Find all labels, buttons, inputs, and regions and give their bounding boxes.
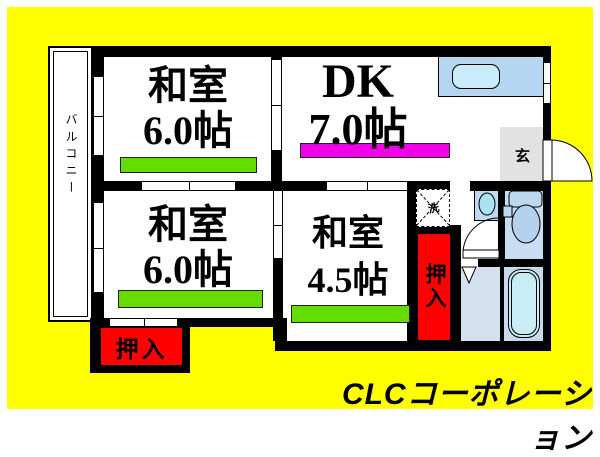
balcony-label: バルコニー: [64, 113, 78, 198]
entrance-area: 玄: [500, 127, 545, 183]
slider-washitsu-mid-small: [273, 191, 283, 258]
toilet-room-floor: [505, 191, 543, 259]
wall-closet-top: [407, 225, 457, 233]
closet-right-label: 押入: [423, 263, 446, 311]
dk-bar: [300, 143, 450, 158]
wall-left-1: [93, 46, 104, 77]
room-washitsu-mid-size: 6.0帖: [143, 246, 233, 292]
closet-right-column: 押入: [417, 233, 451, 341]
balcony-area: バルコニー: [48, 46, 93, 322]
room-washitsu-mid: 和室 6.0帖: [104, 202, 272, 293]
slider-washitsu-dk: [271, 60, 282, 150]
wash-basin-cabinet: [474, 187, 500, 221]
window-left-top: [93, 77, 104, 155]
bathtub: [508, 269, 540, 338]
wall-mid-d: [470, 181, 551, 191]
window-left-bottom: [93, 203, 104, 292]
front-door-gap: [543, 140, 551, 181]
wall-right-1: [543, 46, 551, 63]
doorway-washroom: [461, 259, 478, 267]
closet-bottom-left: 押入: [100, 327, 183, 366]
wall-mid-a: [93, 181, 142, 191]
yellow-flyer-background: バルコニー 玄 洗: [7, 7, 593, 455]
doorway-dk-hall: [450, 181, 470, 191]
slider-closet-bottom: [110, 318, 177, 327]
balcony-inner-line: [53, 51, 88, 317]
slider-dk-washitsu-small: [327, 181, 407, 191]
room-washitsu-top: 和室 6.0帖: [104, 63, 272, 154]
wall-wash-bath: [500, 267, 504, 341]
entrance-label: 玄: [514, 147, 530, 165]
wall-left-2: [93, 155, 104, 203]
tatami-bar-top: [120, 157, 257, 173]
room-washitsu-top-size: 6.0帖: [143, 107, 233, 153]
room-dk-size: 7.0帖: [308, 105, 408, 155]
room-dk: DK 7.0帖: [283, 55, 433, 155]
room-washitsu-mid-name: 和室: [148, 202, 228, 247]
wall-mid-c: [407, 181, 450, 191]
wall-left-3: [93, 292, 104, 327]
tatami-bar-mid: [118, 290, 263, 308]
floorplan-flyer: { "page": { "background_color": "#FFFF00…: [7, 7, 593, 455]
wall-toilet-hall: [498, 191, 505, 259]
room-washitsu-small-size: 4.5帖: [307, 259, 389, 300]
wall-hall-wash: [455, 259, 551, 267]
wall-vert-bottom: [273, 258, 283, 341]
closet-bottom-label: 押入: [115, 335, 168, 362]
wall-vert-top-b: [271, 150, 282, 191]
wall-bottom-right: [275, 341, 551, 351]
kitchen-sink: [452, 64, 500, 89]
washroom-floor: [461, 267, 500, 341]
company-name: CLCコーポレーション: [341, 378, 592, 455]
slider-washitsu-top-mid: [142, 181, 235, 191]
wall-right-2: [543, 103, 551, 140]
laundry-box: 洗: [416, 189, 450, 227]
wall-bottom-left: [90, 318, 287, 327]
laundry-label: 洗: [426, 201, 440, 216]
wall-vert-top-a: [271, 46, 282, 60]
wall-top: [93, 46, 551, 57]
window-kitchen: [543, 63, 551, 103]
front-door-arc: [550, 139, 593, 182]
bathtub-rim: [511, 272, 537, 335]
room-dk-name: DK: [322, 55, 394, 108]
room-washitsu-top-name: 和室: [148, 63, 228, 108]
room-washitsu-small-name: 和室: [311, 213, 384, 253]
tatami-bar-small: [291, 305, 410, 323]
room-washitsu-small: 和室 4.5帖: [287, 210, 409, 304]
wall-utility-left: [407, 191, 417, 341]
wall-utility-right: [451, 225, 461, 341]
